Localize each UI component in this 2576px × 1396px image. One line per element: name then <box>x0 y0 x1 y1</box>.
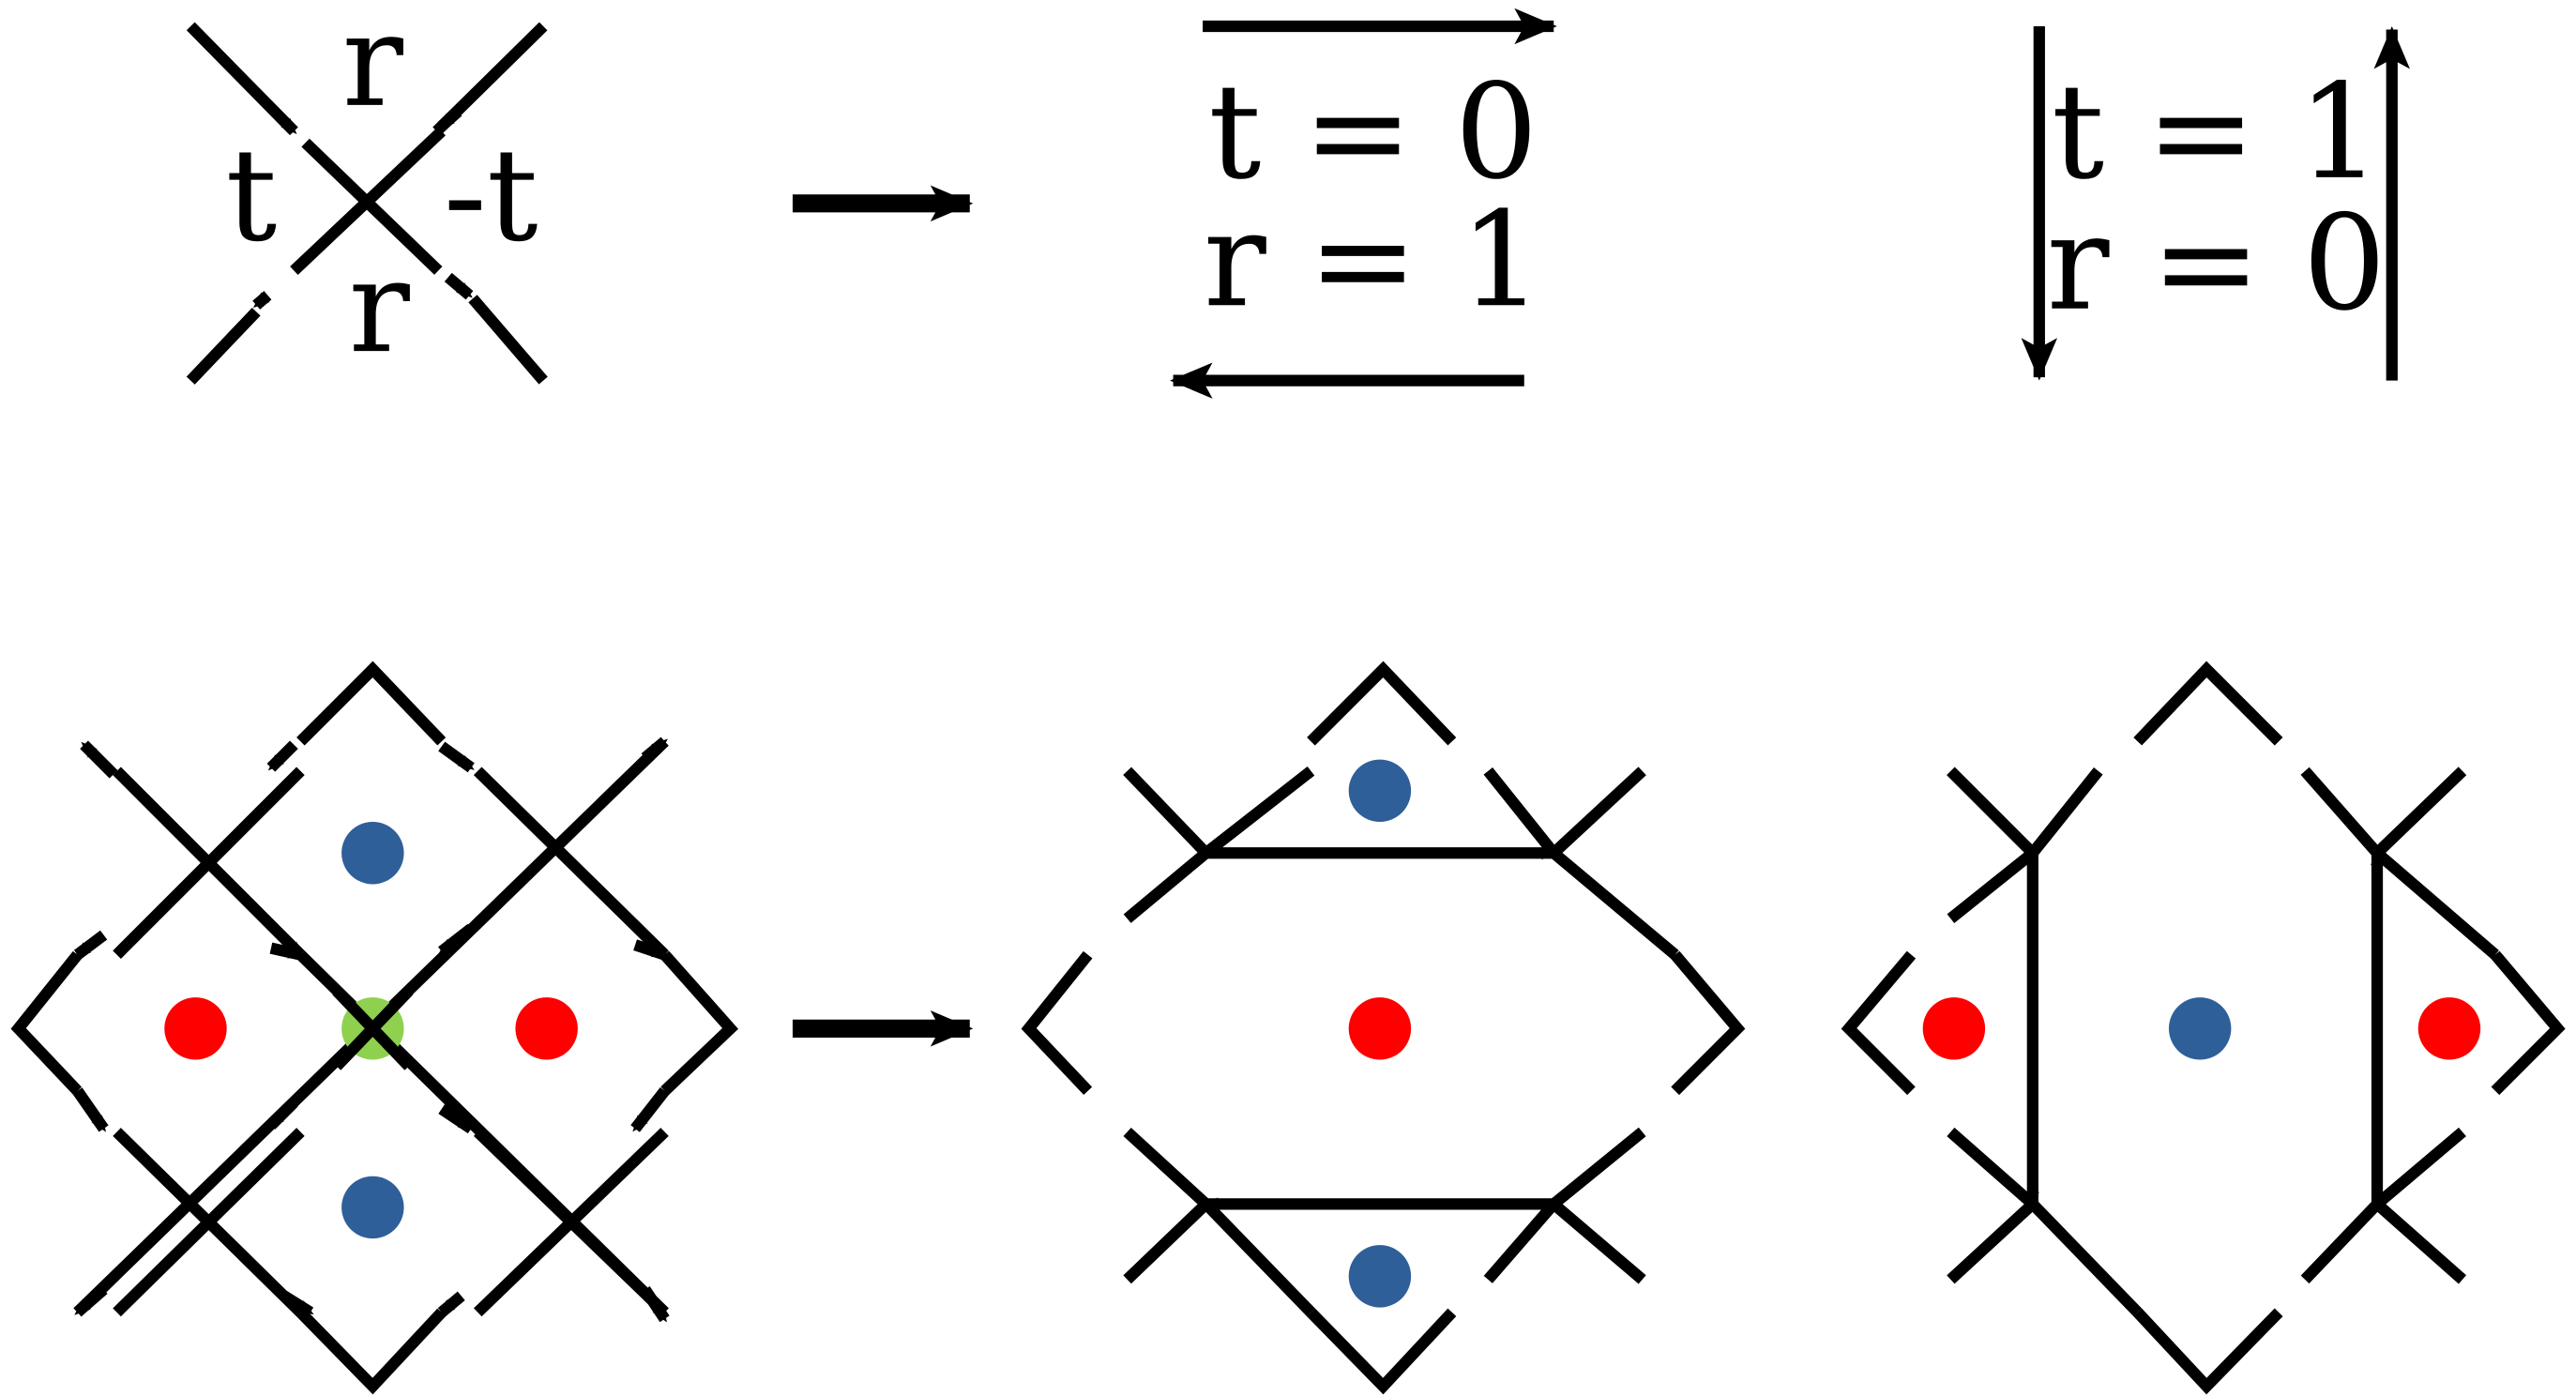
label-bottom-r: r <box>349 233 411 382</box>
network-vertical <box>1841 660 2566 1395</box>
network-full <box>10 660 739 1395</box>
network-full-arrows <box>72 736 670 1323</box>
red-dot <box>164 997 227 1060</box>
vertical-r-label: r = 0 <box>2047 187 2387 340</box>
horizontal-t-label: t = 0 <box>1208 55 1538 208</box>
horizontal-r-label: r = 1 <box>1204 183 1543 336</box>
vertical-t-label: t = 1 <box>2052 55 2381 208</box>
blue-dot <box>1348 1245 1412 1308</box>
scattering-node <box>186 22 548 385</box>
label-right-minus-t: -t <box>444 121 538 270</box>
plaquette-dots <box>164 759 2481 1308</box>
blue-dot <box>341 1176 404 1239</box>
red-dot <box>2417 997 2481 1060</box>
blue-dot <box>341 822 404 885</box>
blue-dot <box>2168 997 2232 1060</box>
label-left-t: t <box>226 121 278 270</box>
label-top-r: r <box>342 0 404 136</box>
blue-dot <box>1348 759 1412 823</box>
red-dot <box>515 997 578 1060</box>
network-horizontal <box>1021 660 1746 1395</box>
red-dot <box>1922 997 1986 1060</box>
red-dot <box>1348 997 1412 1060</box>
